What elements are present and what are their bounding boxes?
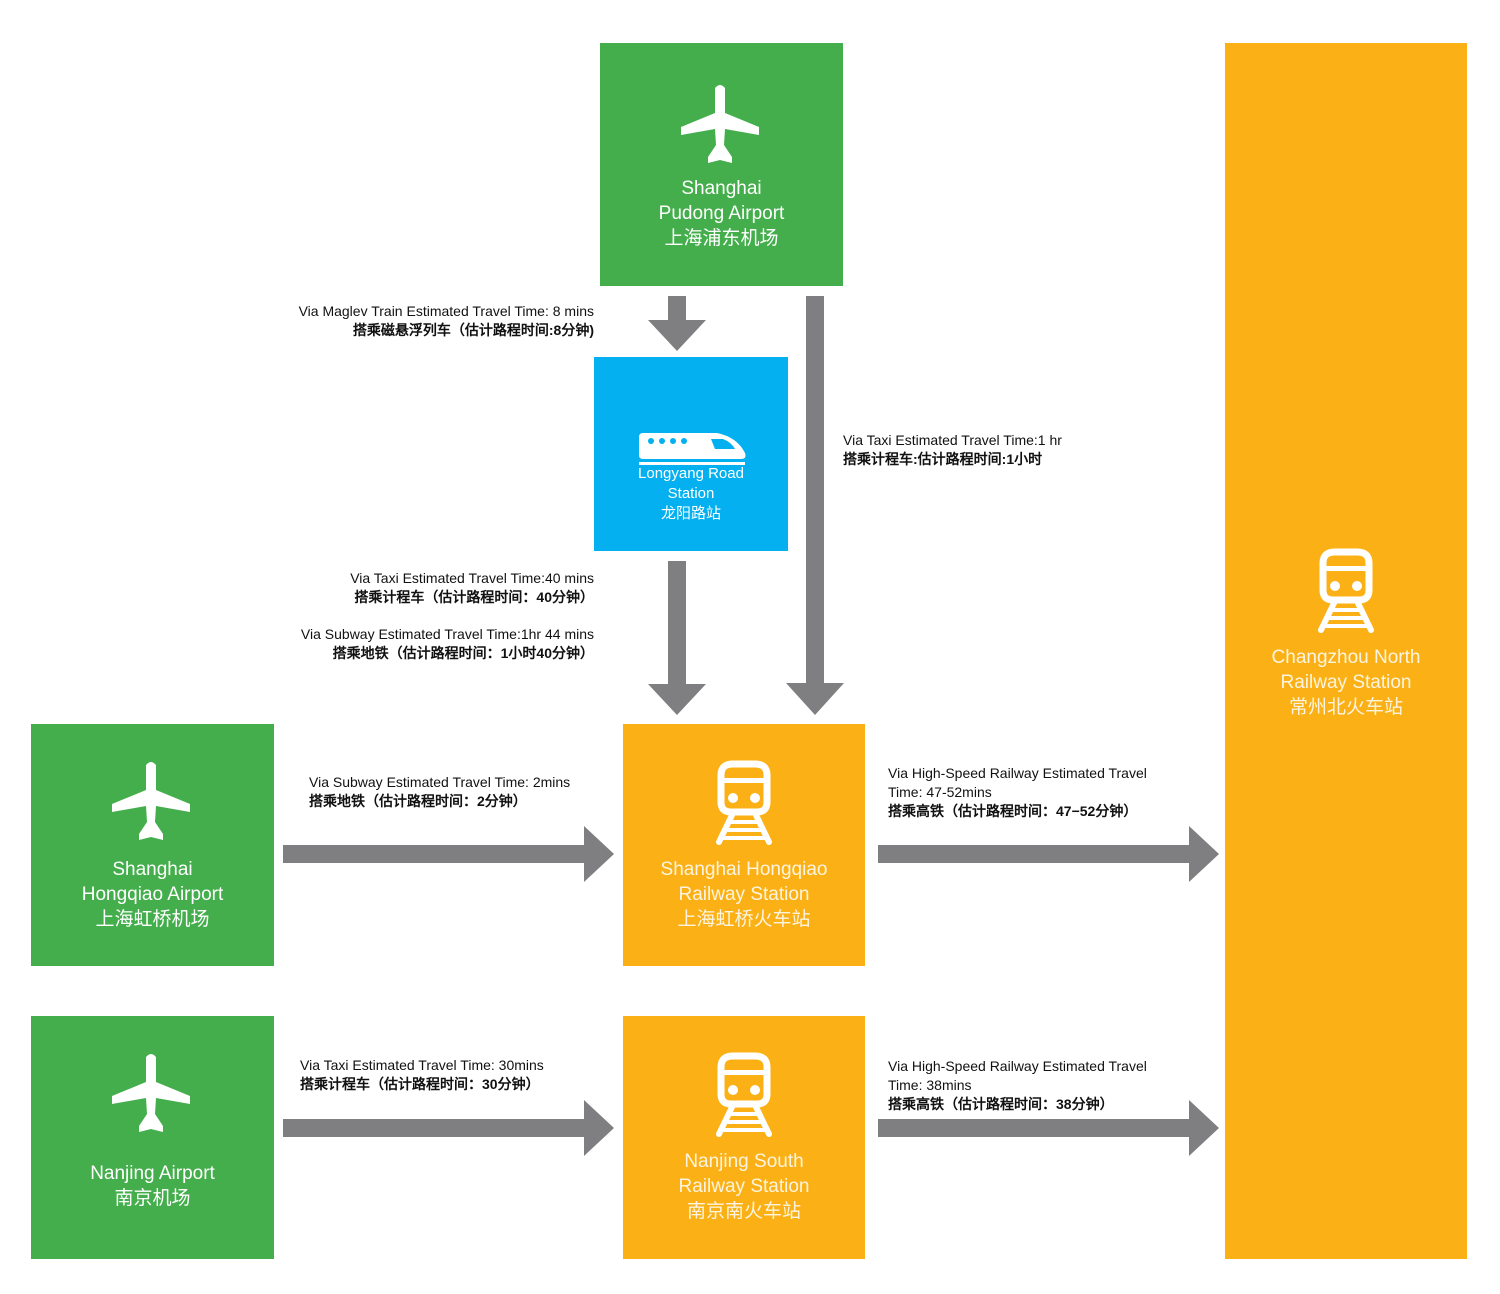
node-title-cn: 上海虹桥机场 <box>95 909 210 930</box>
caption-cn: 搭乘计程车（估计路程时间：30分钟） <box>300 1076 540 1092</box>
airplane-icon <box>111 1052 191 1136</box>
node-nanjing-airport: Nanjing Airport 南京机场 <box>31 1016 274 1259</box>
arrow-pudong-taxi <box>786 296 844 715</box>
node-title-en-2: Railway Station <box>678 884 810 905</box>
caption-en: Via Subway Estimated Travel Time: 2mins <box>309 774 571 790</box>
arrow-nanjing-taxi <box>283 1100 614 1156</box>
caption-en-1: Via High-Speed Railway Estimated Travel <box>888 1058 1147 1074</box>
arrow-hongqiao-subway <box>283 826 614 882</box>
node-nanjing-south-station: Nanjing South Railway Station 南京南火车站 <box>623 1016 865 1259</box>
node-title-en-1: Shanghai <box>112 859 193 880</box>
caption-en: Via Taxi Estimated Travel Time:1 hr <box>843 432 1062 448</box>
node-title-en-2: Railway Station <box>1280 672 1412 693</box>
node-changzhou-north-station: Changzhou North Railway Station 常州北火车站 <box>1225 43 1467 1259</box>
caption-cn: 搭乘磁悬浮列车（估计路程时间:8分钟) <box>352 322 594 338</box>
train-icon <box>711 760 777 846</box>
node-title-en-1: Shanghai Hongqiao <box>660 859 828 880</box>
caption-en: Via Subway Estimated Travel Time:1hr 44 … <box>300 626 594 642</box>
node-pudong-airport: Shanghai Pudong Airport 上海浦东机场 <box>600 43 843 286</box>
caption-en: Via Taxi Estimated Travel Time: 30mins <box>300 1057 544 1073</box>
caption-hongqiao-hsr: Via High-Speed Railway Estimated Travel … <box>888 764 1147 821</box>
caption-maglev: Via Maglev Train Estimated Travel Time: … <box>299 302 594 340</box>
caption-longyang-subway: Via Subway Estimated Travel Time:1hr 44 … <box>301 625 594 663</box>
arrow-longyang-hongqiao <box>648 561 706 715</box>
node-title-cn: 常州北火车站 <box>1288 697 1403 718</box>
node-hongqiao-airport: Shanghai Hongqiao Airport 上海虹桥机场 <box>31 724 274 966</box>
airplane-icon <box>111 760 191 844</box>
airplane-icon <box>680 83 760 167</box>
node-hongqiao-station: Shanghai Hongqiao Railway Station 上海虹桥火车… <box>623 724 865 966</box>
caption-cn: 搭乘高铁（估计路程时间：47−52分钟） <box>888 803 1138 819</box>
caption-en: Via Maglev Train Estimated Travel Time: … <box>298 303 594 319</box>
node-title-en-1: Shanghai <box>681 178 762 199</box>
arrow-maglev <box>648 296 706 351</box>
arrow-hongqiao-hsr <box>878 826 1219 882</box>
train-icon <box>1313 548 1379 634</box>
caption-cn: 搭乘地铁（估计路程时间：1小时40分钟） <box>332 645 594 661</box>
node-title-en-2: Railway Station <box>678 1176 810 1197</box>
node-title-en-1: Changzhou North <box>1271 647 1421 668</box>
node-title-cn: 南京南火车站 <box>686 1201 801 1222</box>
node-title-en-1: Nanjing South <box>684 1151 804 1172</box>
node-title-cn: 上海虹桥火车站 <box>677 909 811 930</box>
node-title-cn: 南京机场 <box>114 1188 191 1209</box>
caption-en: Via Taxi Estimated Travel Time:40 mins <box>350 570 594 586</box>
arrow-nanjing-hsr <box>878 1100 1219 1156</box>
node-longyang-station: Longyang Road Station 龙阳路站 <box>594 357 788 551</box>
caption-cn: 搭乘计程车:估计路程时间:1小时 <box>843 451 1043 467</box>
node-title-cn: 上海浦东机场 <box>664 228 779 249</box>
caption-cn: 搭乘高铁（估计路程时间：38分钟） <box>888 1096 1114 1112</box>
caption-pudong-taxi: Via Taxi Estimated Travel Time:1 hr 搭乘计程… <box>843 431 1062 469</box>
caption-en-1: Via High-Speed Railway Estimated Travel <box>888 765 1147 781</box>
node-title-en-2: Pudong Airport <box>658 203 785 224</box>
caption-cn: 搭乘计程车（估计路程时间：40分钟） <box>354 589 594 605</box>
caption-en-2: Time: 47-52mins <box>888 784 992 800</box>
node-title-en-1: Longyang Road <box>638 465 744 482</box>
caption-en-2: Time: 38mins <box>888 1077 972 1093</box>
caption-longyang-taxi: Via Taxi Estimated Travel Time:40 mins 搭… <box>350 569 594 607</box>
node-title-cn: 龙阳路站 <box>660 505 721 522</box>
node-title-en-2: Station <box>667 485 715 502</box>
node-title-en-2: Hongqiao Airport <box>81 884 224 905</box>
caption-nanjing-hsr: Via High-Speed Railway Estimated Travel … <box>888 1057 1147 1114</box>
caption-cn: 搭乘地铁（估计路程时间：2分钟） <box>309 793 527 809</box>
bullet-train-icon <box>637 431 749 467</box>
caption-hongqiao-subway: Via Subway Estimated Travel Time: 2mins … <box>309 773 570 811</box>
caption-nanjing-taxi: Via Taxi Estimated Travel Time: 30mins 搭… <box>300 1056 544 1094</box>
node-title-en: Nanjing Airport <box>90 1163 215 1184</box>
train-icon <box>711 1052 777 1138</box>
